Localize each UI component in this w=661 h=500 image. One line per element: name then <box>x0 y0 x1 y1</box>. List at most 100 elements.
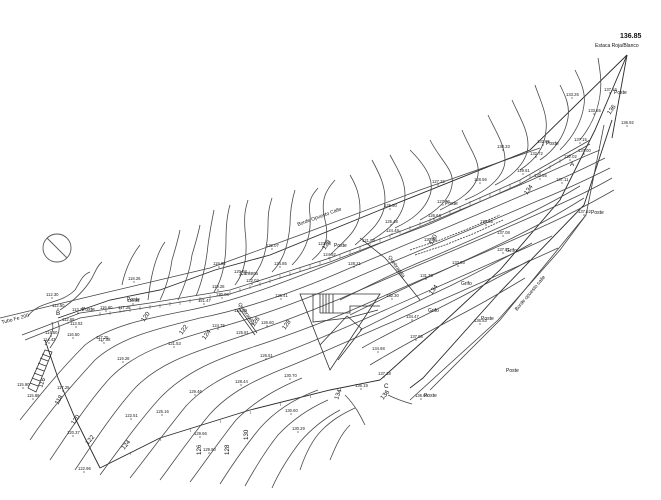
spot-elevation: 119.28 <box>117 356 130 361</box>
spot-elevation: 117.28 <box>118 305 131 310</box>
spot-elevation: 134.68 <box>372 346 385 351</box>
spot-elevation: 112.50 <box>52 303 65 308</box>
cantera-label: Cantera <box>240 271 258 277</box>
survey-point-icon <box>391 298 393 300</box>
survey-point-icon <box>103 342 105 344</box>
summit-label: Estaca Roja/Blanco <box>595 43 639 49</box>
spot-elevation: 133.26 <box>566 92 579 97</box>
poste-label: Poste <box>82 307 95 313</box>
spot-elevation: 129.46 <box>189 389 202 394</box>
survey-point-icon <box>173 346 175 348</box>
contour-label: 122 <box>84 433 96 446</box>
contour-label: 134 <box>428 283 440 296</box>
survey-point-icon <box>502 252 504 254</box>
contour-label: 130 <box>428 233 440 246</box>
survey-point-icon <box>522 173 524 175</box>
point-c-label: C <box>384 383 389 390</box>
upper-contours <box>27 57 602 317</box>
spot-elevation: 121.47 <box>198 298 211 303</box>
contour-label: 136 <box>606 103 618 116</box>
spot-elevation: 115.90 <box>17 382 30 387</box>
survey-point-icon <box>101 340 103 342</box>
spot-elevation: 121.94 <box>362 238 375 243</box>
spot-elevation: 130.29 <box>292 426 305 431</box>
poste-label: Poste <box>546 141 559 147</box>
survey-point-icon <box>442 204 444 206</box>
survey-point-icon <box>203 303 205 305</box>
spot-elevation: 117.25 <box>57 385 70 390</box>
survey-point-icon <box>217 289 219 291</box>
spot-elevation: 129.61 <box>517 168 530 173</box>
survey-point-icon <box>123 310 125 312</box>
survey-point-icon <box>609 92 611 94</box>
survey-point-icon <box>240 384 242 386</box>
spot-elevation: 131.73 <box>420 273 433 278</box>
spot-elevation: 112.68 <box>62 317 75 322</box>
survey-point-icon <box>391 233 393 235</box>
spot-elevation: 128.44 <box>235 379 248 384</box>
survey-point-icon <box>479 182 481 184</box>
contour-label: 118 <box>54 393 65 406</box>
survey-point-icon <box>328 257 330 259</box>
lower-contours <box>19 149 615 489</box>
spot-elevation: 136.53 <box>474 318 487 323</box>
survey-point-icon <box>390 224 392 226</box>
spot-elevation: 121.53 <box>168 341 181 346</box>
spot-elevation: 122.51 <box>125 413 138 418</box>
spot-elevation: 126.51 <box>260 353 273 358</box>
poste-label: Poste <box>591 210 604 216</box>
spot-elevation: 137.01 <box>497 247 510 252</box>
spot-elevation: 114.50 <box>45 330 58 335</box>
spot-elevation: 137.18 <box>378 371 391 376</box>
survey-point-icon <box>579 142 581 144</box>
spot-elevation: 123.76 <box>318 241 331 246</box>
survey-point-icon <box>199 436 201 438</box>
contour-label: 126 <box>250 315 262 328</box>
spot-elevation: 122.07 <box>266 243 279 248</box>
contour-label: 116 <box>37 376 47 388</box>
poste-label: Poste <box>334 243 347 249</box>
survey-point-icon <box>593 113 595 115</box>
poste-label: Poste <box>614 90 627 96</box>
poste-labels: PostePostePostePostePostePostePostePoste… <box>82 90 627 399</box>
survey-point-icon <box>72 337 74 339</box>
spot-elevation: 137.15 <box>574 137 587 142</box>
spot-elevation: 115.86 <box>27 393 40 398</box>
poste-label: Poste <box>481 316 494 322</box>
spot-elevation: 116.50 <box>67 332 80 337</box>
survey-point-icon <box>383 376 385 378</box>
poste-label: Poste <box>424 393 437 399</box>
survey-point-icon <box>561 182 563 184</box>
street-edge <box>0 124 605 401</box>
spot-elevation: 125.16 <box>156 409 169 414</box>
spot-elevation: 135.55 <box>480 219 493 224</box>
survey-point-icon <box>218 266 220 268</box>
spot-elevation: 126.60 <box>261 320 274 325</box>
survey-point-icon <box>433 218 435 220</box>
survey-point-icon <box>377 351 379 353</box>
point-b-label: B <box>56 310 60 317</box>
survey-point-icon <box>72 435 74 437</box>
survey-point-icon <box>535 156 537 158</box>
spot-elevation: 127.32 <box>432 179 445 184</box>
survey-point-icon <box>22 387 24 389</box>
survey-point-icon <box>502 235 504 237</box>
contour-label: 134 <box>523 183 535 196</box>
spot-elevation: 118.26 <box>128 276 141 281</box>
survey-point-icon <box>217 328 219 330</box>
spot-elevation: 112.30 <box>46 292 59 297</box>
spot-elevation: 133.65 <box>588 108 601 113</box>
spot-elevation: 136.65 <box>415 393 428 398</box>
survey-point-icon <box>161 414 163 416</box>
survey-point-icon <box>411 319 413 321</box>
staircase <box>27 321 60 393</box>
survey-point-icon <box>437 184 439 186</box>
survey-point-icon <box>425 278 427 280</box>
contour-label: 130 <box>243 429 250 440</box>
spot-elevations: 133.26133.65137.16136.92137.15137.00137.… <box>17 87 634 473</box>
poste-label: Poste <box>127 297 140 303</box>
street-label-top: Borde Opuesto Calle <box>297 206 343 228</box>
spot-elevation: 119.95 <box>213 261 226 266</box>
contour-label: 120 <box>70 413 82 426</box>
